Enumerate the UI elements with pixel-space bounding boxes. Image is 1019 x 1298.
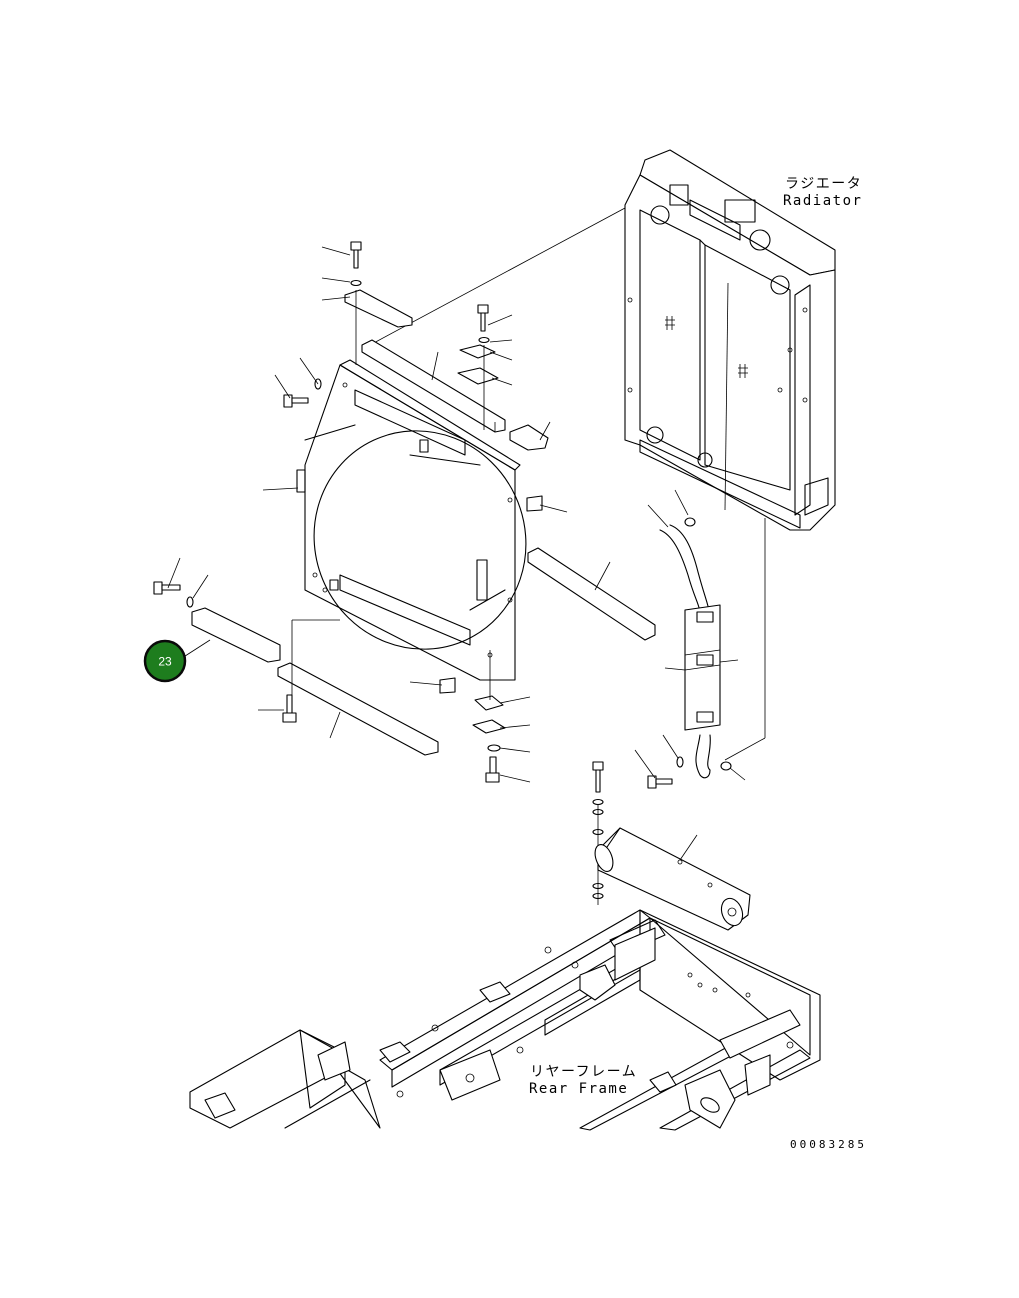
left-bracket-plate xyxy=(191,607,281,663)
lower-seal-strip xyxy=(277,662,439,756)
small-clip-2 xyxy=(457,367,499,385)
rear-frame-drawing xyxy=(189,909,821,1131)
small-clip-3 xyxy=(474,695,504,711)
callout-leaders xyxy=(167,246,746,861)
rear-frame-label-en: Rear Frame xyxy=(529,1081,628,1097)
small-pad-3 xyxy=(439,677,456,694)
radiator-label-jp: ラジエータ xyxy=(785,176,862,192)
small-pad-2 xyxy=(526,495,543,512)
small-pad-1 xyxy=(509,424,549,451)
hose-assembly xyxy=(659,524,721,779)
small-clip-4 xyxy=(472,719,506,734)
small-clip-1 xyxy=(459,344,496,359)
radiator-drawing xyxy=(624,149,836,531)
callout-23-number[interactable]: 23 xyxy=(158,655,172,669)
rear-frame-label-jp: リヤーフレーム xyxy=(530,1064,637,1080)
upper-seal-strip xyxy=(361,339,506,433)
bolts-and-washers xyxy=(153,241,732,905)
right-seal-strip xyxy=(527,547,656,641)
fan-shroud-drawing xyxy=(296,359,527,681)
callout-23-circle[interactable] xyxy=(143,639,187,683)
radiator-label-en: Radiator xyxy=(783,193,862,209)
drawing-code: 00083285 xyxy=(790,1138,867,1151)
reservoir-tank-drawing xyxy=(594,827,751,931)
callout-23[interactable]: 23 xyxy=(143,639,187,683)
top-plate xyxy=(344,289,413,328)
